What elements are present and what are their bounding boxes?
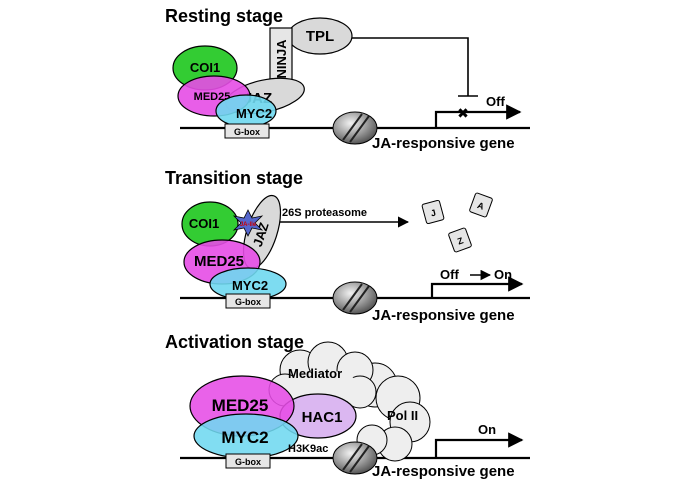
resting-stage-panel: Resting stage ✖ Off JA-responsive gene T…	[165, 6, 530, 152]
jaz-fragment-j: J	[421, 199, 445, 225]
blocked-mark-icon: ✖	[457, 105, 469, 121]
hac1-label: HAC1	[302, 409, 343, 426]
fragment-j-label: J	[430, 207, 437, 218]
ninja-label: NINJA	[274, 39, 289, 79]
med25-label: MED25	[194, 253, 244, 270]
med25-label: MED25	[212, 396, 269, 415]
nucleosome-icon	[332, 441, 378, 475]
ja-ile-icon	[232, 209, 264, 237]
gene-label: JA-responsive gene	[372, 307, 515, 324]
tss-arrow	[430, 276, 524, 298]
transition-stage-title: Transition stage	[165, 168, 303, 188]
pol2-label: Pol II	[387, 408, 418, 423]
state-label: On	[478, 422, 496, 437]
myc2-label: MYC2	[236, 106, 272, 121]
coi1-label: COI1	[190, 60, 220, 75]
tpl-label: TPL	[306, 28, 334, 45]
resting-stage-title: Resting stage	[165, 6, 283, 26]
activation-stage-panel: Activation stage On Pol II Mediator HAC1	[165, 332, 530, 480]
gbox-element	[225, 293, 271, 309]
coi1-label: COI1	[189, 216, 219, 231]
gene-label: JA-responsive gene	[372, 463, 515, 480]
med25-label: MED25	[194, 91, 231, 103]
gbox-element	[225, 453, 271, 469]
proteasome-label: 26S proteasome	[282, 207, 367, 219]
nucleosome-icon	[332, 111, 378, 145]
state-label: Off	[486, 94, 505, 109]
gbox-element	[224, 123, 270, 139]
gbox-label: G-box	[234, 127, 260, 137]
h3k9ac-label: H3K9ac	[288, 443, 328, 455]
tss-arrow	[434, 104, 522, 128]
tss-arrow	[434, 432, 524, 458]
state-on-label: On	[494, 267, 512, 282]
myc2-label: MYC2	[221, 428, 268, 447]
nucleosome-icon	[332, 281, 378, 315]
jaz-fragment-a: A	[469, 192, 493, 218]
fragment-a-label: A	[476, 200, 486, 212]
gbox-label: G-box	[235, 457, 261, 467]
tpl-repression-line	[352, 37, 469, 96]
gene-label: JA-responsive gene	[372, 135, 515, 152]
fragment-z-label: Z	[456, 235, 465, 246]
mediator-label: Mediator	[288, 366, 342, 381]
activation-stage-title: Activation stage	[165, 332, 304, 352]
jaz-fragment-z: Z	[448, 227, 472, 253]
gbox-label: G-box	[235, 297, 261, 307]
transition-stage-panel: Transition stage Off On JA-responsive ge…	[165, 168, 530, 324]
state-off-label: Off	[440, 267, 459, 282]
ja-ile-label: JA-Ile	[240, 222, 257, 228]
myc2-label: MYC2	[232, 278, 268, 293]
